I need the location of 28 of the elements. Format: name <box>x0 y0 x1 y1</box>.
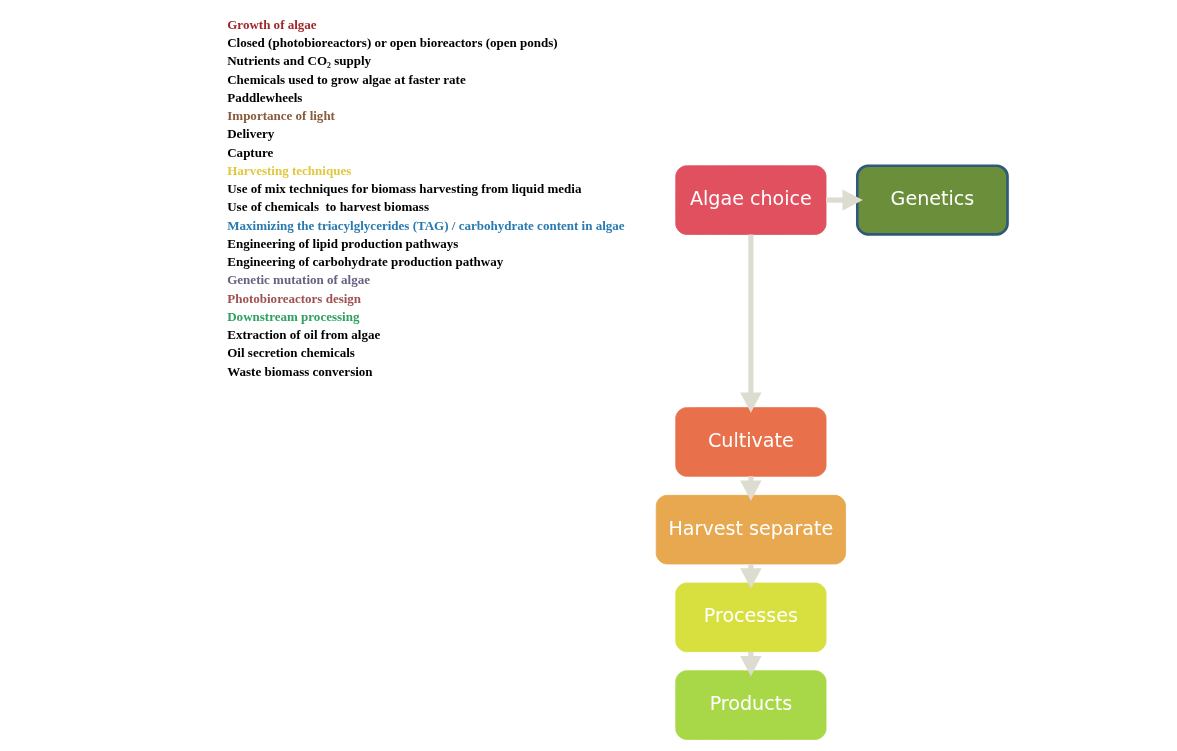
label: Importance of light <box>227 108 335 124</box>
label: Use of chemicals to harvest biomass <box>227 199 429 215</box>
label: Harvesting techniques <box>227 162 352 178</box>
label: Capture <box>227 144 274 160</box>
arrow <box>826 189 863 211</box>
arrow <box>740 234 762 413</box>
label: Extraction of oil from algae <box>227 327 381 343</box>
label: Maximizing the triacylglycerides (TAG) / carbohydrate content in algae <box>227 217 625 233</box>
label: Photobioreactors design <box>227 290 362 306</box>
label: Oil secretion chemicals <box>227 345 355 361</box>
label: Genetic mutation of algae <box>227 272 371 288</box>
node-box: Products <box>675 670 827 740</box>
node-box: Processes <box>675 582 827 653</box>
label: Delivery <box>227 126 275 142</box>
label: Engineering of carbohydrate production pathway <box>227 254 504 270</box>
label: Closed (photobioreactors) or open bioreactors (open ponds) <box>227 35 558 51</box>
label: Downstream processing <box>227 308 360 324</box>
label: Use of mix techniques for biomass harvesting from liquid media <box>227 181 582 197</box>
label: Nutrients and CO₂ supply <box>227 53 372 69</box>
node-box: Genetics <box>855 164 1009 236</box>
label: Engineering of lipid production pathways <box>227 235 459 251</box>
label: Paddlewheels <box>227 89 303 105</box>
node-box: Algae choice <box>675 165 827 235</box>
label: Chemicals used to grow algae at faster rate <box>227 71 466 87</box>
node-box: Harvest separate <box>655 494 846 565</box>
label: Waste biomass conversion <box>227 363 373 379</box>
label: Growth of algae <box>227 16 317 32</box>
node-box: Cultivate <box>675 407 827 477</box>
